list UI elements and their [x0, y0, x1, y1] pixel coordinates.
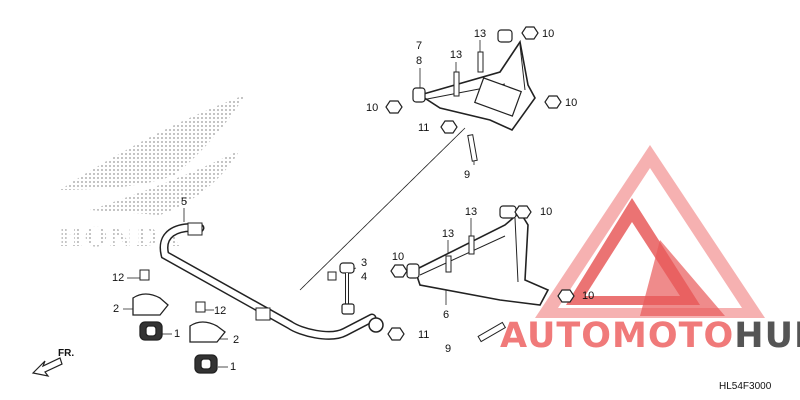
bolt-13-upper: [453, 71, 460, 97]
bolt-13-lower-a: [468, 235, 475, 255]
wordmark-suffix: HUB: [734, 316, 800, 356]
callout-8: 8: [416, 55, 422, 67]
callout-7: 7: [416, 40, 422, 52]
wordmark-prefix: AUTOMOTO: [500, 316, 735, 356]
callout-3: 3: [361, 257, 367, 269]
bolts: [139, 51, 507, 343]
automotohub-wordmark: AUTOMOTOHUB: [500, 316, 800, 356]
callout-9: 9: [464, 169, 470, 181]
callout-13: 13: [442, 228, 454, 240]
callout-12: 12: [112, 272, 124, 284]
arrow-icon: [31, 357, 63, 377]
bolt-12-a: [139, 269, 150, 281]
nut-icon: [385, 100, 403, 114]
callout-1: 1: [174, 328, 180, 340]
nut-icon: [514, 205, 532, 219]
nut-icon: [390, 264, 408, 278]
honda-wordmark: HONDA: [58, 223, 182, 253]
stabilizer-bar: [159, 222, 384, 340]
callout-9: 9: [445, 343, 451, 355]
callout-2: 2: [113, 303, 119, 315]
honda-wing-watermark: HONDA: [58, 95, 245, 253]
direction-indicator: FR.: [31, 348, 74, 377]
stabilizer-link: [327, 262, 355, 315]
callout-2: 2: [233, 334, 239, 346]
holder-2-right: [189, 321, 226, 343]
callout-13: 13: [465, 206, 477, 218]
holders-bushings: [132, 293, 226, 374]
bolt-13-top: [477, 51, 484, 73]
callout-1: 1: [230, 361, 236, 373]
callout-10: 10: [392, 251, 404, 263]
nut-icon: [544, 95, 562, 109]
callout-6: 6: [443, 309, 449, 321]
callout-10: 10: [565, 97, 577, 109]
nut-icon: [521, 26, 539, 40]
callout-10: 10: [540, 206, 552, 218]
callout-13: 13: [474, 28, 486, 40]
callout-11: 11: [418, 329, 429, 341]
callout-13: 13: [450, 49, 462, 61]
callout-10: 10: [582, 290, 594, 302]
upper-arm: [412, 29, 536, 131]
bolt-9-upper: [467, 134, 478, 162]
bolt-13-lower-b: [445, 255, 452, 273]
nut-icon: [440, 120, 458, 134]
automotohub-logo: [535, 145, 765, 318]
callout-11: 11: [418, 122, 429, 134]
callout-10: 10: [542, 28, 554, 40]
bolt-12-b: [195, 301, 206, 313]
callout-10: 10: [366, 102, 378, 114]
callout-labels: 7 8 13 13 10 10 10 11 9 13 10 13 10 10 6…: [112, 28, 594, 373]
direction-label: FR.: [58, 348, 74, 359]
nuts: [385, 26, 575, 341]
callout-12: 12: [214, 305, 226, 317]
bolt-9-lower: [477, 321, 507, 343]
nut-icon: [557, 289, 575, 303]
callout-4: 4: [361, 271, 367, 283]
nut-icon: [387, 327, 405, 341]
diagram-code: HL54F3000: [719, 381, 772, 392]
holder-2-left: [132, 293, 169, 316]
lower-arm: [406, 205, 550, 306]
callout-5: 5: [181, 196, 187, 208]
